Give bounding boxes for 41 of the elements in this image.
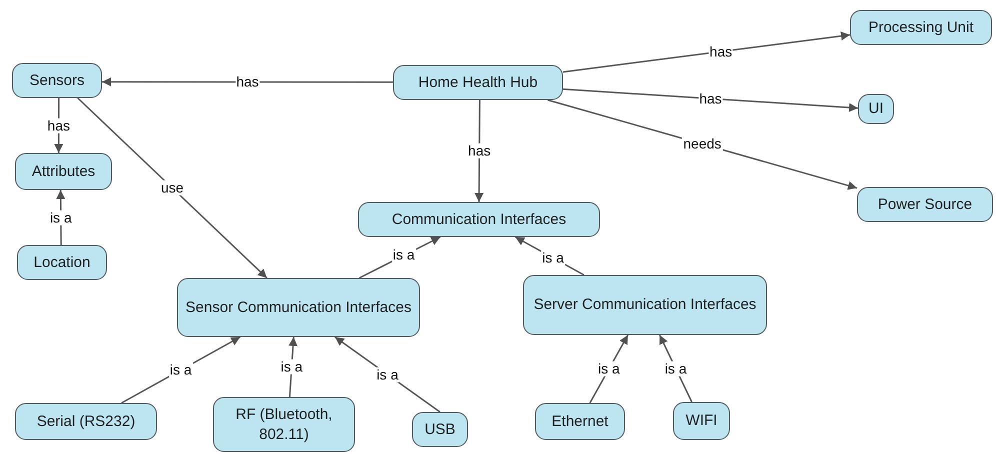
arrow <box>56 190 66 245</box>
arrow <box>589 334 629 404</box>
arrow <box>562 32 850 73</box>
edge-label: is a <box>48 210 73 226</box>
arrow <box>334 336 440 413</box>
edge-label: has <box>235 74 260 90</box>
edge-label: has <box>708 44 734 60</box>
concept-box: Attributes <box>15 153 112 190</box>
concept-box: UI <box>858 94 894 124</box>
arrow <box>562 88 858 112</box>
edge-label: has <box>467 143 492 159</box>
arrow <box>288 336 298 398</box>
edge-label: is a <box>664 360 688 376</box>
edge-label: has <box>46 118 71 134</box>
concept-box: Home Health Hub <box>393 65 563 100</box>
concept-box: Serial (RS232) <box>15 403 157 440</box>
edge-label: is a <box>392 248 416 264</box>
arrow <box>658 334 692 402</box>
concept-box: Server Communication Interfaces <box>523 275 767 335</box>
arrow <box>121 336 241 404</box>
concept-box: USB <box>412 412 468 447</box>
concept-box: Sensor Communication Interfaces <box>177 278 420 337</box>
concept-box: Processing Unit <box>850 10 992 45</box>
concept-box: Ethernet <box>535 403 625 440</box>
concept-box: Power Source <box>857 187 993 222</box>
edge-label: has <box>698 90 723 106</box>
concept-box: RF (Bluetooth, 802.11) <box>213 397 355 452</box>
concept-box: Sensors <box>12 63 102 98</box>
edge-label: is a <box>376 366 400 382</box>
edge-label: is a <box>541 250 565 266</box>
edge-label: needs <box>682 136 722 152</box>
edge-label: use <box>160 180 185 196</box>
arrow <box>77 97 268 279</box>
concept-box: Communication Interfaces <box>358 202 600 237</box>
concept-box: WIFI <box>673 402 730 440</box>
edge-label: is a <box>168 362 193 378</box>
edge-label: is a <box>597 361 621 377</box>
edge-label: is a <box>280 359 304 375</box>
arrow <box>102 77 393 86</box>
concept-box: Location <box>17 245 107 280</box>
arrow <box>358 236 441 279</box>
